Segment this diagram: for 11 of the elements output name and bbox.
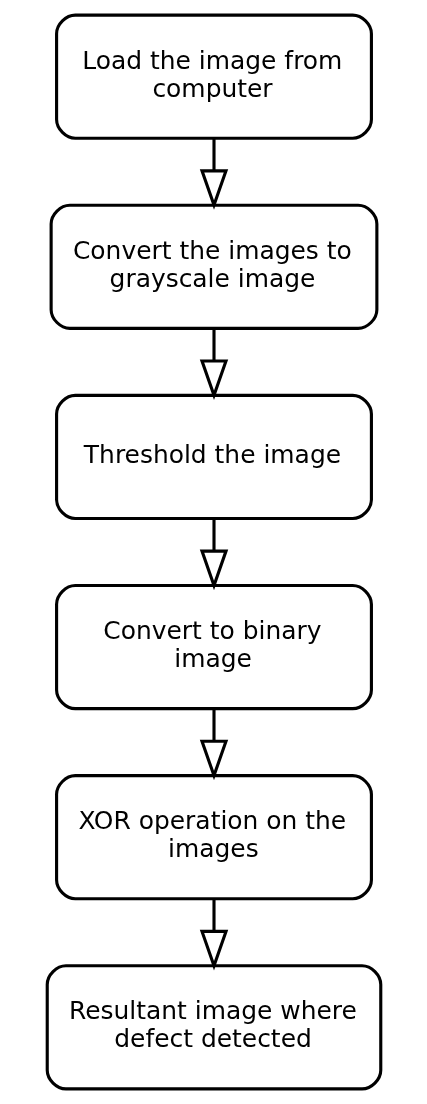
arrow bbox=[199, 138, 228, 210]
arrow bbox=[199, 708, 228, 781]
node-box: Threshold the image bbox=[54, 393, 373, 521]
node-box: XOR operation on the images bbox=[54, 774, 373, 901]
arrow bbox=[199, 899, 228, 971]
node-box: Load the image from computer bbox=[54, 13, 373, 140]
node-box: Resultant image where defect detected bbox=[45, 964, 382, 1091]
arrow bbox=[199, 328, 228, 400]
node-box: Convert the images to grayscale image bbox=[49, 203, 378, 330]
arrow bbox=[199, 518, 228, 591]
node-box: Convert to binary image bbox=[54, 583, 373, 711]
